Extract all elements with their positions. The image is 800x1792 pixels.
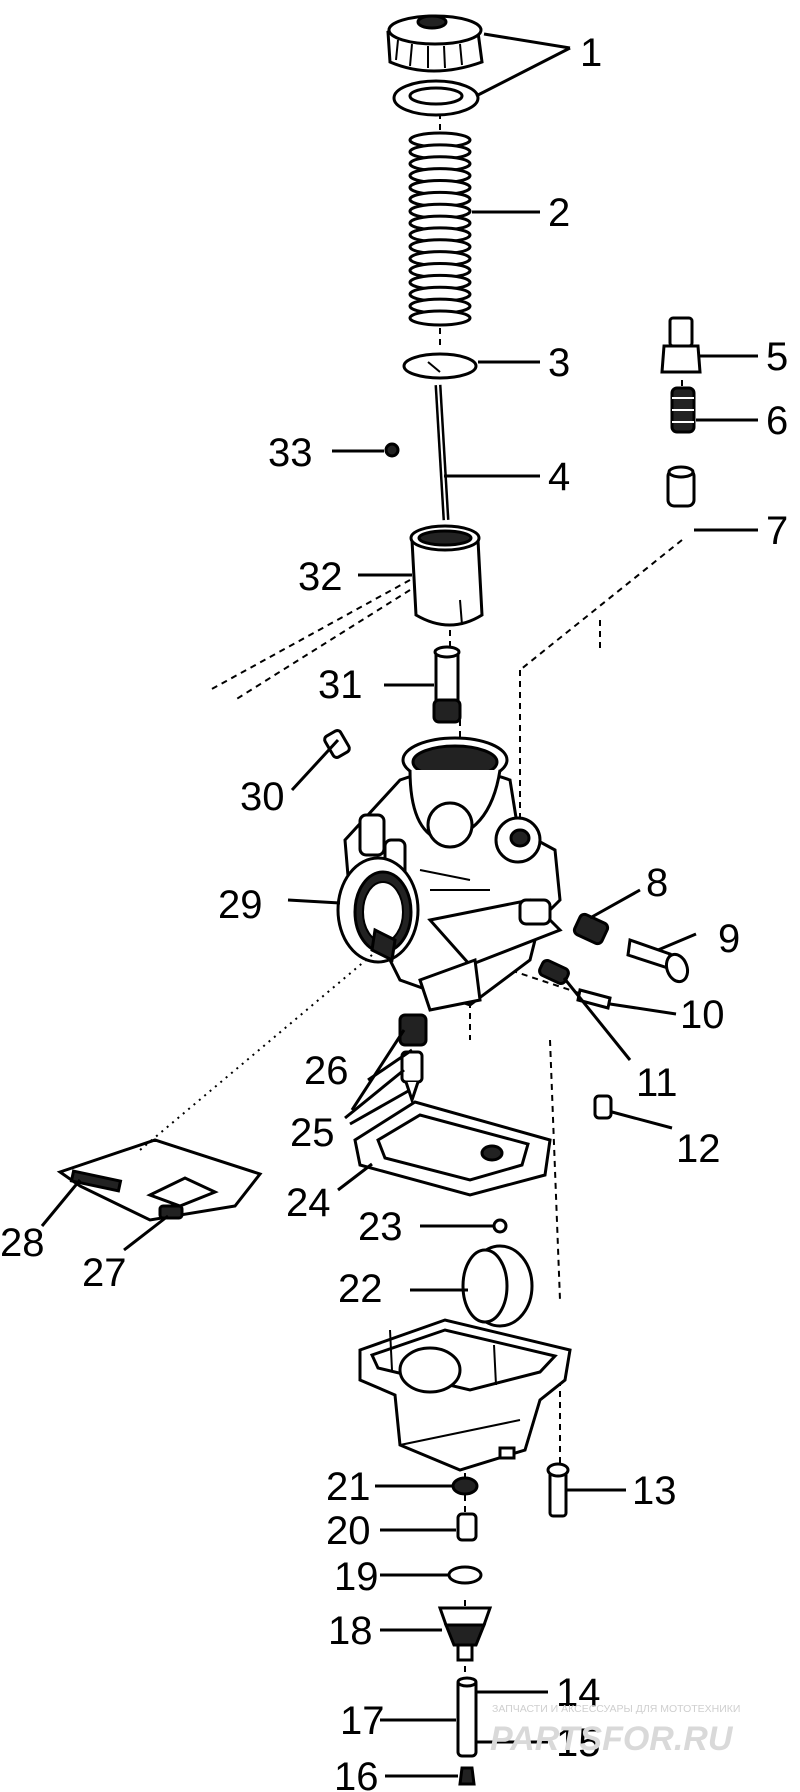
callout-32: 32 <box>298 555 343 599</box>
callout-33: 33 <box>268 431 313 475</box>
callout-17: 17 <box>340 1699 385 1743</box>
callout-10: 10 <box>680 993 725 1037</box>
part-air-screw <box>626 937 690 984</box>
part-plug-small <box>593 1094 613 1120</box>
callout-15: 15 <box>556 1721 601 1765</box>
callout-16: 16 <box>334 1755 379 1792</box>
callout-31: 31 <box>318 663 363 707</box>
part-plate-clip <box>158 1204 184 1220</box>
part-float-bowl-gasket <box>353 1100 552 1197</box>
part-drain-plug <box>437 1606 493 1662</box>
callout-13: 13 <box>632 1469 677 1513</box>
callout-4: 4 <box>548 455 570 499</box>
callout-labels: 1 2 3 4 5 6 7 8 9 10 11 12 13 14 15 16 1… <box>0 31 788 1792</box>
callout-25: 25 <box>290 1111 335 1155</box>
part-float <box>461 1244 534 1328</box>
callout-19: 19 <box>334 1555 379 1599</box>
callout-14: 14 <box>556 1671 601 1715</box>
callout-9: 9 <box>718 917 740 961</box>
watermark-brand: PARTSFOR.RU <box>490 1720 734 1758</box>
part-throttle-valve <box>409 524 484 627</box>
part-float-valve-seat <box>398 1013 428 1047</box>
callout-12: 12 <box>676 1127 721 1171</box>
part-clip <box>384 442 400 458</box>
callout-11: 11 <box>636 1061 678 1105</box>
callout-2: 2 <box>548 191 570 235</box>
callout-1: 1 <box>580 31 602 75</box>
callout-29: 29 <box>218 883 263 927</box>
callout-24: 24 <box>286 1181 331 1225</box>
callout-23: 23 <box>358 1205 403 1249</box>
part-plate <box>56 1138 263 1222</box>
watermark: ЗАПЧАСТИ И АКСЕССУАРЫ ДЛЯ МОТОТЕХНИКИ PA… <box>490 1703 740 1758</box>
part-needle-jet <box>432 645 462 724</box>
part-pilot-washer <box>666 465 696 508</box>
part-needle <box>434 384 450 521</box>
part-main-jet <box>456 1512 478 1542</box>
part-spring <box>408 131 472 327</box>
callout-7: 7 <box>766 509 788 553</box>
part-float-bowl <box>358 1318 572 1472</box>
callout-21: 21 <box>326 1465 371 1509</box>
callout-20: 20 <box>326 1509 371 1553</box>
callout-5: 5 <box>766 335 788 379</box>
part-washer <box>392 79 480 117</box>
part-o-ring <box>447 1565 483 1585</box>
spring-coil <box>408 309 472 327</box>
part-pilot-jet-tip <box>458 1766 476 1786</box>
callout-8: 8 <box>646 861 668 905</box>
watermark-tagline: ЗАПЧАСТИ И АКСЕССУАРЫ ДЛЯ МОТОТЕХНИКИ <box>492 1703 740 1715</box>
callout-30: 30 <box>240 775 285 819</box>
callout-27: 27 <box>82 1251 127 1295</box>
part-spring-seat <box>402 352 478 380</box>
part-float-needle <box>400 1050 424 1105</box>
part-float-pin <box>492 1218 508 1234</box>
part-pilot-spring <box>670 386 696 434</box>
part-main-jet-washer <box>451 1476 479 1496</box>
part-pilot-jet <box>456 1676 478 1758</box>
part-pilot-screw <box>660 316 702 374</box>
part-bowl-screw <box>546 1462 570 1518</box>
callout-18: 18 <box>328 1609 373 1653</box>
callout-28: 28 <box>0 1221 45 1265</box>
callout-22: 22 <box>338 1267 383 1311</box>
callout-3: 3 <box>548 341 570 385</box>
leader-lines <box>40 32 758 1778</box>
part-plug <box>323 729 351 759</box>
callout-26: 26 <box>304 1049 349 1093</box>
part-cap <box>386 14 484 73</box>
part-air-screw-spring <box>572 912 610 946</box>
part-intake-flange <box>336 856 420 964</box>
callout-6: 6 <box>766 399 788 443</box>
part-spring-small <box>538 958 570 986</box>
